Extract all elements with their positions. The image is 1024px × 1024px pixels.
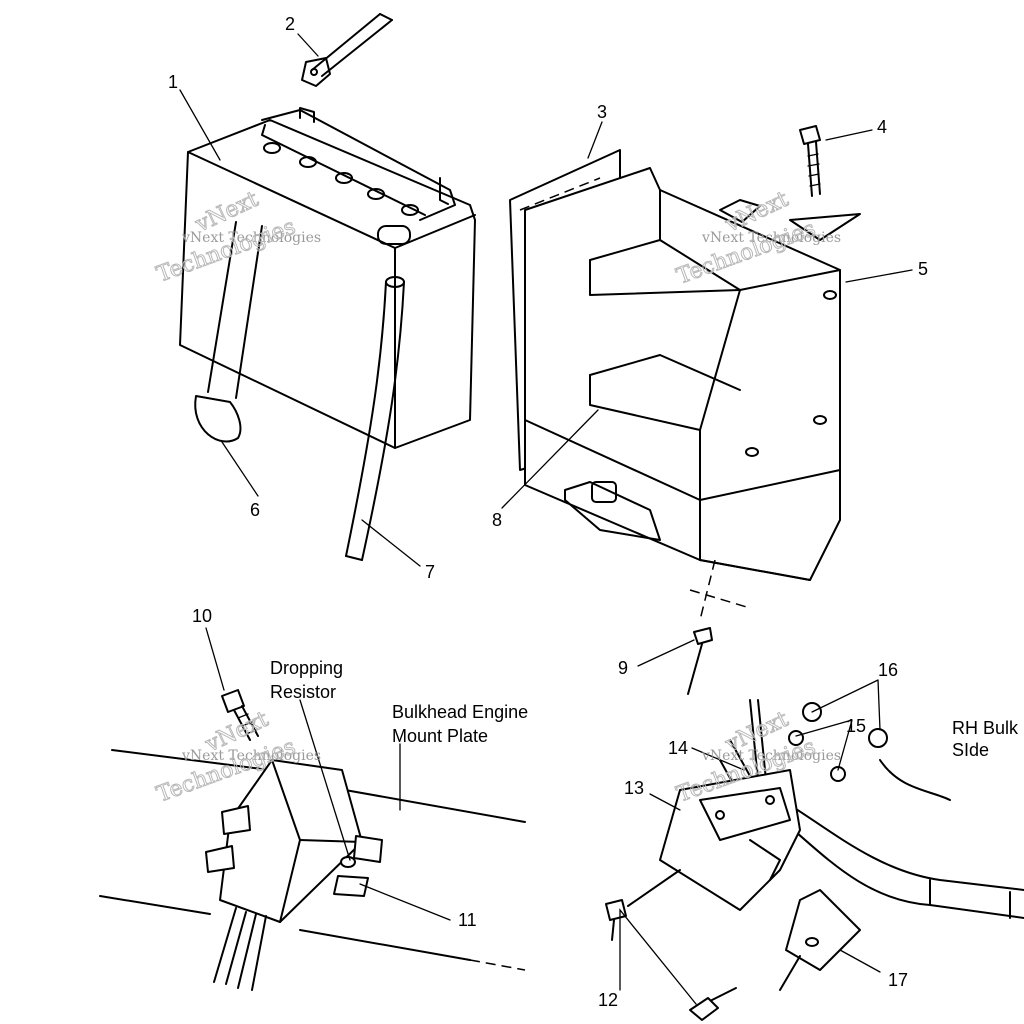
rectifier-13 [659, 769, 801, 911]
callout-16: 16 [878, 660, 898, 680]
callout-2: 2 [285, 14, 295, 34]
dropping-resistor [205, 759, 383, 991]
watermark-text: vNext Technologies [701, 230, 841, 246]
battery [179, 107, 476, 449]
vent-tube [194, 221, 263, 443]
callout-6: 6 [250, 500, 260, 520]
callout-11: 11 [458, 910, 477, 930]
callout-numbers: 2 1 3 4 5 6 7 8 9 10 11 12 13 14 15 16 1… [168, 14, 928, 1010]
label-bulkhead-plate: Mount Plate [392, 726, 488, 746]
callout-10: 10 [192, 606, 212, 626]
callout-3: 3 [597, 102, 607, 122]
callout-13: 13 [624, 778, 644, 798]
callout-15: 15 [846, 716, 866, 736]
callout-17: 17 [888, 970, 908, 990]
callout-12: 12 [598, 990, 618, 1010]
bolt-10 [221, 689, 259, 741]
battery-box [509, 149, 861, 581]
label-rh-bulkhead: RH Bulk [952, 718, 1019, 738]
callout-1: 1 [168, 72, 178, 92]
callout-14: 14 [668, 738, 688, 758]
bulkhead-plate [99, 749, 526, 971]
watermark-text: vNext Technologies [701, 748, 841, 764]
bracket-17 [779, 889, 861, 991]
leader-lines [179, 33, 913, 1005]
watermark-text: vNext Technologies [181, 748, 321, 764]
watermark-text: vNext Technologies [181, 230, 321, 246]
label-dropping-resistor: Resistor [270, 682, 336, 702]
callout-4: 4 [877, 117, 887, 137]
label-dropping-resistor: Dropping [270, 658, 343, 678]
callout-8: 8 [492, 510, 502, 530]
label-rh-bulkhead: SIde [952, 740, 989, 760]
callout-9: 9 [618, 658, 628, 678]
battery-cable [301, 13, 393, 87]
fastener-9 [687, 559, 751, 695]
label-bulkhead-plate: Bulkhead Engine [392, 702, 528, 722]
callout-7: 7 [425, 562, 435, 582]
bolt-4 [799, 125, 821, 197]
callout-5: 5 [918, 259, 928, 279]
text-labels: Dropping Resistor Bulkhead Engine Mount … [270, 658, 1019, 760]
drain-tube [345, 276, 405, 561]
bolts-12 [605, 869, 737, 1021]
